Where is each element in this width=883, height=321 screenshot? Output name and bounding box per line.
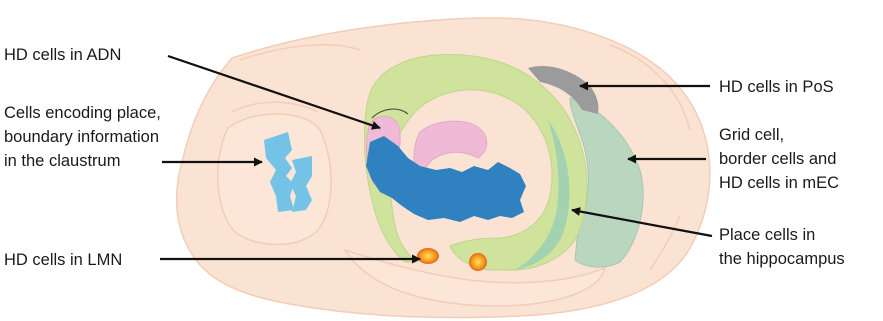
label-adn: HD cells in ADN [4, 46, 121, 64]
label-mec: Grid cell, border cells and HD cells in … [719, 126, 841, 192]
label-claustrum: Cells encoding place, boundary informati… [4, 104, 165, 170]
label-lmn: HD cells in LMN [4, 251, 122, 269]
label-pos: HD cells in PoS [719, 78, 834, 96]
label-hippocampus-line: the hippocampus [719, 250, 845, 268]
label-mec-line: border cells and [719, 150, 836, 168]
label-hippocampus: Place cells in the hippocampus [719, 226, 845, 268]
label-claustrum-line: in the claustrum [4, 152, 120, 170]
label-mec-line: Grid cell, [719, 126, 784, 144]
label-claustrum-line: boundary information [4, 128, 159, 146]
lmn-region [417, 248, 439, 264]
label-hippocampus-line: Place cells in [719, 226, 815, 244]
label-claustrum-line: Cells encoding place, [4, 104, 161, 122]
lmn-region [469, 253, 487, 271]
label-mec-line: HD cells in mEC [719, 174, 839, 192]
